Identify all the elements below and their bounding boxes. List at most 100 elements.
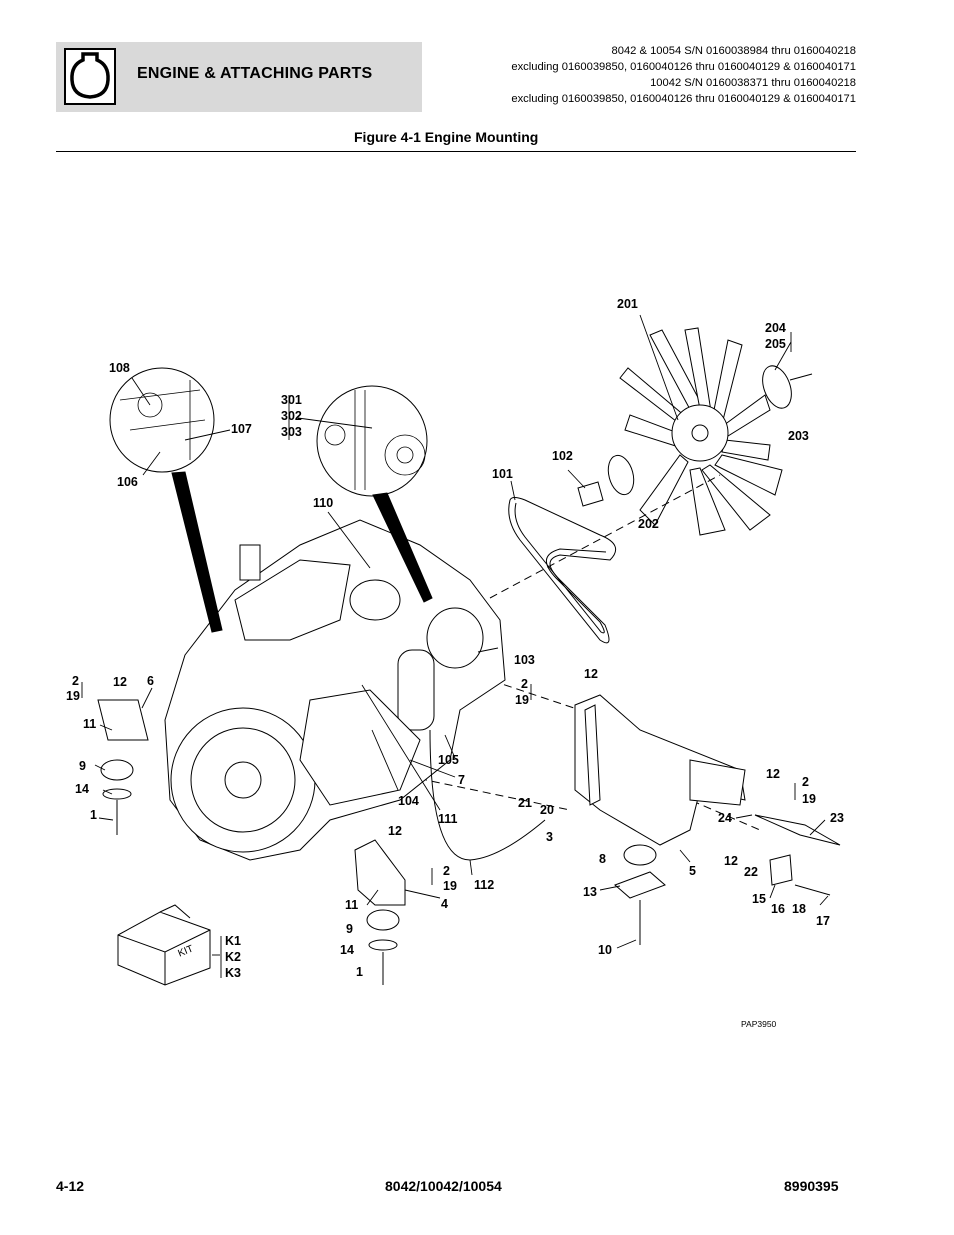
fan-center: [691, 424, 709, 442]
section-header: ENGINE & ATTACHING PARTS: [56, 42, 422, 112]
callout-22: 22: [744, 865, 758, 879]
callout-2: 2: [521, 677, 528, 691]
drive-belt-inner: [514, 502, 607, 634]
callout-15: 15: [752, 892, 766, 906]
callout-103: 103: [514, 653, 535, 667]
drive-belt: [508, 497, 617, 644]
callout-301: 301: [281, 393, 302, 407]
callout-19: 19: [802, 792, 816, 806]
callout-16: 16: [771, 902, 785, 916]
callout-k2: K2: [225, 950, 241, 964]
callout-201: 201: [617, 297, 638, 311]
engine-icon: [64, 48, 116, 105]
callout-12: 12: [584, 667, 598, 681]
callout-111: 111: [438, 812, 458, 826]
fan-bolt: [789, 373, 813, 381]
callout-13: 13: [583, 885, 597, 899]
callout-106: 106: [117, 475, 138, 489]
detail-circle-center: [316, 385, 428, 497]
callout-7: 7: [458, 773, 465, 787]
bolt-17: [794, 884, 831, 896]
callout-14: 14: [340, 943, 354, 957]
callout-105: 105: [438, 753, 459, 767]
callout-2: 2: [802, 775, 809, 789]
kit-box: [117, 904, 211, 986]
callout-10: 10: [598, 943, 612, 957]
callout-19: 19: [515, 693, 529, 707]
callout-108: 108: [109, 361, 130, 375]
callout-1: 1: [356, 965, 363, 979]
callout-303: 303: [281, 425, 302, 439]
callout-6: 6: [147, 674, 154, 688]
callout-20: 20: [540, 803, 554, 817]
callout-8: 8: [599, 852, 606, 866]
callout-101: 101: [492, 467, 513, 481]
callout-202: 202: [638, 517, 659, 531]
model-numbers: 8042/10042/10054: [385, 1178, 502, 1194]
page-number: 4-12: [56, 1178, 85, 1194]
callout-110: 110: [313, 496, 334, 510]
callout-14: 14: [75, 782, 89, 796]
serial-line: excluding 0160039850, 0160040126 thru 01…: [511, 93, 856, 105]
callout-203: 203: [788, 429, 809, 443]
pulley-spacer: [607, 454, 635, 496]
fan-spacer: [577, 481, 604, 507]
callout-1: 1: [90, 808, 97, 822]
callout-19: 19: [66, 689, 80, 703]
serial-applicability: 8042 & 10054 S/N 0160038984 thru 0160040…: [511, 43, 856, 107]
callout-17: 17: [816, 914, 830, 928]
callout-5: 5: [689, 864, 696, 878]
callout-104: 104: [398, 794, 419, 808]
fan-hub: [671, 404, 729, 462]
serial-line: excluding 0160039850, 0160040126 thru 01…: [511, 61, 856, 73]
callout-102: 102: [552, 449, 573, 463]
callout-24: 24: [718, 811, 732, 825]
detail-pointer-left: [171, 471, 223, 633]
drawing-id: PAP3950: [741, 1019, 777, 1029]
callout-12: 12: [388, 824, 402, 838]
callout-21: 21: [518, 796, 532, 810]
callout-9: 9: [346, 922, 353, 936]
callout-204: 204: [765, 321, 786, 335]
detail-pointer-center: [372, 492, 433, 603]
serial-line: 8042 & 10054 S/N 0160038984 thru 0160040…: [611, 45, 856, 57]
callout-k1: K1: [225, 934, 241, 948]
callout-107: 107: [231, 422, 252, 436]
leader-lines: [81, 314, 829, 978]
fan-spacer-plate: [762, 365, 792, 409]
linkage-23: [754, 814, 841, 846]
serial-line: 10042 S/N 0160038371 thru 0160040218: [650, 77, 856, 89]
header-divider: [56, 151, 856, 152]
detail-hatching: [119, 380, 426, 490]
callout-302: 302: [281, 409, 302, 423]
engine-block: [164, 519, 506, 861]
callout-4: 4: [441, 897, 448, 911]
engine-cradle: [574, 694, 746, 846]
lower-mount: [354, 839, 406, 985]
callout-23: 23: [830, 811, 844, 825]
left-mount: [97, 699, 149, 835]
bracket-15: [769, 854, 793, 886]
cable-112: [429, 729, 546, 861]
figure-title: Figure 4-1 Engine Mounting: [354, 129, 539, 145]
callout-12: 12: [766, 767, 780, 781]
callout-2: 2: [443, 864, 450, 878]
callout-12: 12: [113, 675, 127, 689]
section-title: ENGINE & ATTACHING PARTS: [137, 65, 373, 82]
callout-18: 18: [792, 902, 806, 916]
callout-3: 3: [546, 830, 553, 844]
fan-blades: [619, 327, 783, 536]
document-number: 8990395: [784, 1178, 839, 1194]
callout-11: 11: [83, 717, 97, 731]
callout-2: 2: [72, 674, 79, 688]
callout-112: 112: [474, 878, 495, 892]
detail-circle-left: [109, 367, 215, 473]
callout-9: 9: [79, 759, 86, 773]
cradle-mount: [614, 844, 666, 945]
callout-205: 205: [765, 337, 786, 351]
callout-12: 12: [724, 854, 738, 868]
callout-19: 19: [443, 879, 457, 893]
callout-11: 11: [345, 898, 359, 912]
callout-k3: K3: [225, 966, 241, 980]
